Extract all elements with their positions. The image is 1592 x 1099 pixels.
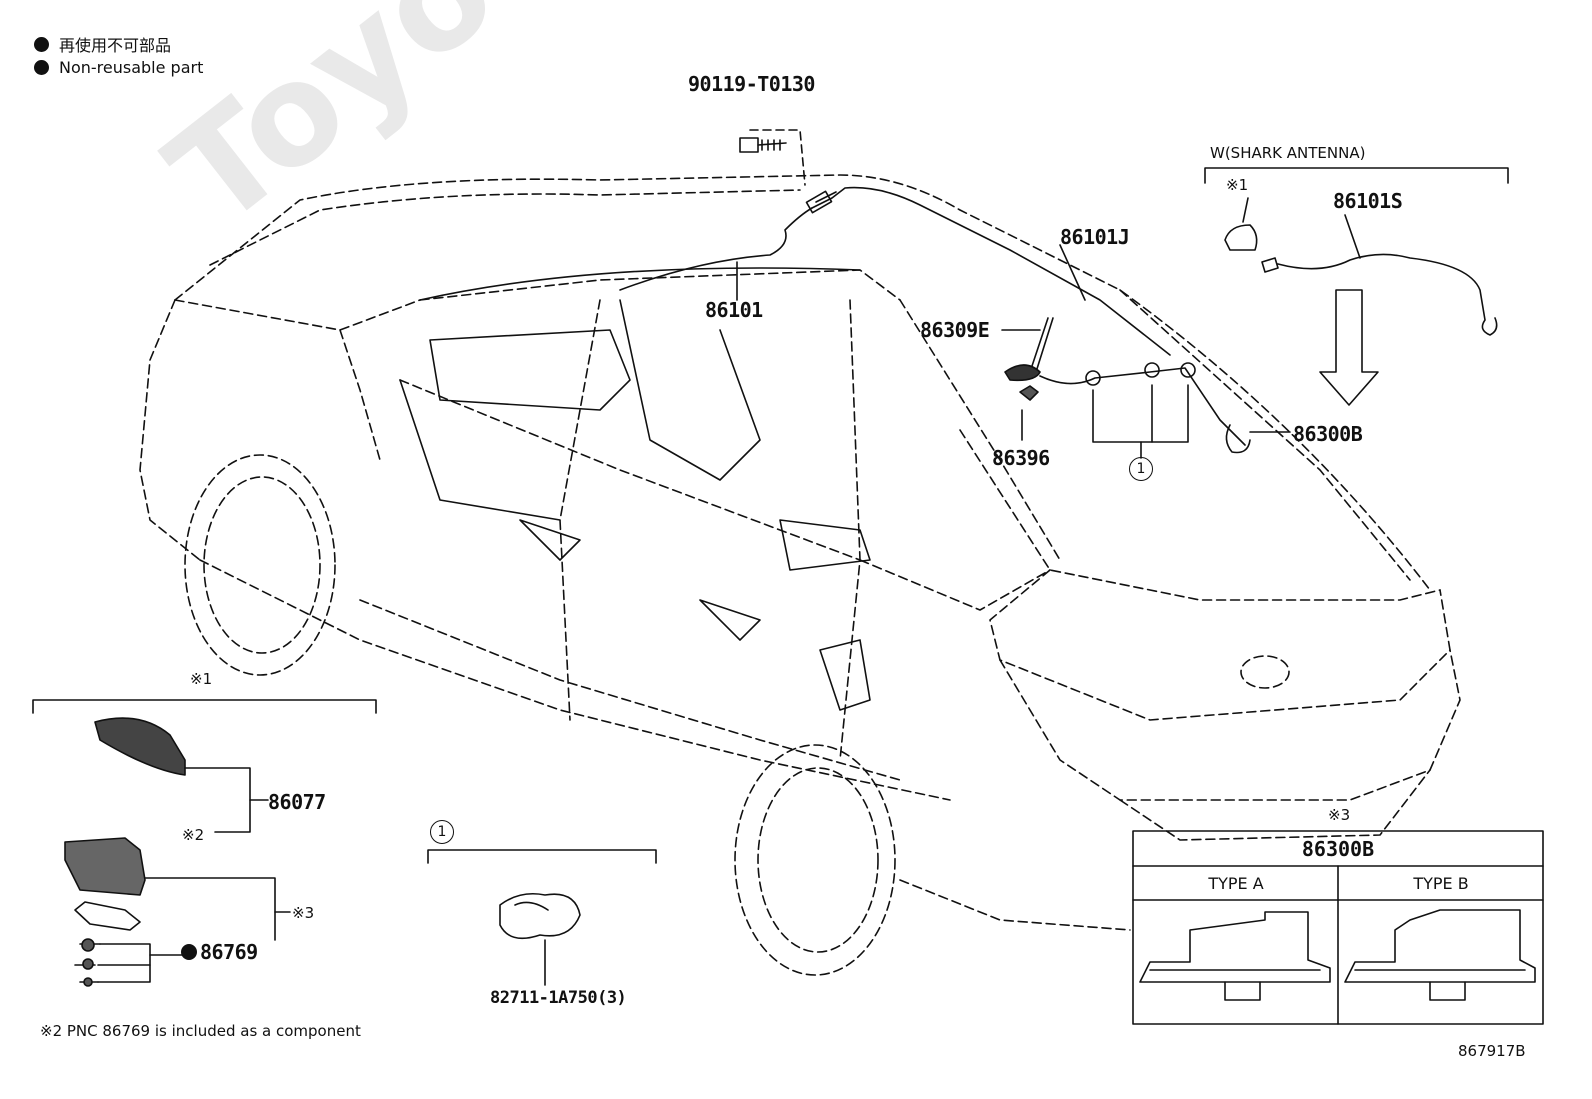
- inset-mark: ※3: [1328, 806, 1351, 824]
- inset-title: 86300B: [1301, 837, 1375, 861]
- label-90119: 90119-T0130: [688, 72, 815, 96]
- label-86101j: 86101J: [1060, 225, 1130, 249]
- footnote: ※2 PNC 86769 is included as a component: [40, 1022, 361, 1040]
- rod-86309e: [1029, 317, 1054, 373]
- shark-antenna-group: [1204, 167, 1509, 406]
- label-86077: 86077: [268, 790, 326, 814]
- label-86396: 86396: [992, 446, 1050, 470]
- group-82711: [427, 849, 657, 986]
- legend-japanese: 再使用不可部品: [34, 32, 171, 56]
- wheels: [184, 454, 896, 976]
- callout-circle-1: 1: [1129, 457, 1153, 481]
- callout-circle-1-group: 1: [430, 820, 454, 844]
- antenna-base-86396: [1004, 362, 1251, 454]
- inset-type-a: TYPE A: [1208, 874, 1264, 893]
- interior-lines: [399, 267, 871, 711]
- non-reusable-icon: [181, 944, 197, 960]
- inset-type-b: TYPE B: [1413, 874, 1469, 893]
- group-86077: [32, 699, 377, 987]
- note-mark-3: ※3: [292, 904, 315, 922]
- label-86769: 86769: [200, 940, 258, 964]
- inset-86300b: [1132, 830, 1544, 1025]
- leader-lines: [736, 244, 1291, 441]
- group-w-note: ※1: [1226, 176, 1249, 194]
- legend-japanese-text: 再使用不可部品: [59, 36, 172, 55]
- car-outline: [139, 174, 1461, 931]
- legend-english: Non-reusable part: [34, 58, 203, 77]
- drawing-number: 867917B: [1458, 1042, 1526, 1060]
- label-86300b: 86300B: [1293, 422, 1363, 446]
- label-86309e: 86309E: [920, 318, 990, 342]
- bolt-90119: [739, 129, 806, 186]
- bullet-icon: [34, 36, 49, 52]
- cable-86101: [619, 186, 1171, 356]
- label-86101: 86101: [705, 298, 763, 322]
- label-86101s: 86101S: [1333, 189, 1403, 213]
- label-82711: 82711-1A750(3): [490, 988, 627, 1008]
- note-mark-1: ※1: [190, 670, 213, 688]
- group-w-title: W(SHARK ANTENNA): [1210, 144, 1366, 162]
- note-mark-2: ※2: [182, 826, 205, 844]
- legend-english-text: Non-reusable part: [59, 58, 204, 77]
- bullet-icon: [34, 60, 49, 75]
- bracket-1: [1092, 384, 1189, 459]
